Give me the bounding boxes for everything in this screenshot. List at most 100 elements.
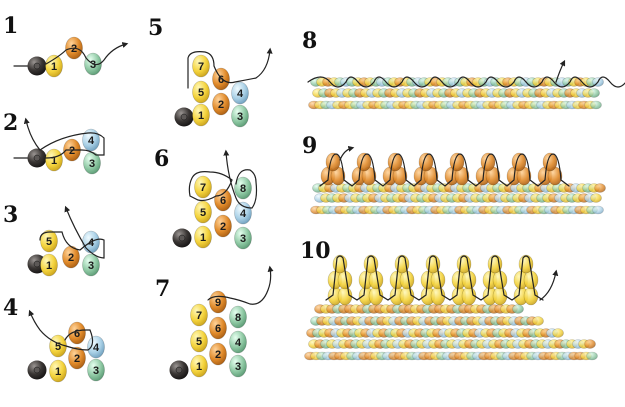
bead-number: 4 [88, 237, 95, 249]
bead: 4 [87, 335, 105, 359]
bead-number: 7 [200, 182, 206, 194]
bead-number: 2 [71, 43, 77, 55]
thread-arrow [45, 42, 129, 66]
bead-number: 1 [51, 61, 57, 73]
bead: 6 [214, 188, 232, 212]
thread-arrow [207, 265, 274, 305]
bead: 5 [194, 200, 212, 224]
thread-arrow [187, 47, 273, 89]
bead: 1 [49, 359, 67, 383]
stopper-bead [169, 360, 189, 380]
bead: 2 [214, 214, 232, 238]
bead: 4 [82, 128, 100, 152]
bead: 5 [40, 229, 58, 253]
bead-number: 4 [235, 337, 242, 349]
stopper-bead [27, 56, 47, 76]
bead-number: 8 [235, 312, 241, 324]
bead-number: 5 [46, 236, 52, 248]
bead: 3 [234, 226, 252, 250]
bead: 8 [234, 176, 252, 200]
bead-number: 2 [74, 353, 80, 365]
bead-number: 2 [218, 99, 224, 111]
bead: 3 [229, 354, 247, 378]
bead: 9 [209, 290, 227, 314]
bead-number: 2 [220, 221, 226, 233]
bead: 6 [68, 321, 86, 345]
bead: 1 [192, 103, 210, 127]
bead-number: 8 [240, 183, 246, 195]
bead: 7 [190, 303, 208, 327]
bead-number: 4 [237, 88, 244, 100]
thread-arrow [23, 117, 105, 159]
step-number: 3 [3, 202, 18, 228]
step-number: 1 [3, 13, 18, 39]
bead-number: 9 [215, 297, 221, 309]
bead: 3 [87, 358, 105, 382]
bead: 1 [190, 354, 208, 378]
thread-loops [319, 153, 570, 187]
stopper-bead [27, 148, 47, 168]
bead: 1 [40, 253, 58, 277]
bead: 8 [229, 305, 247, 329]
bead: 5 [190, 329, 208, 353]
thread-arrow [539, 269, 559, 301]
bead: 3 [82, 253, 100, 277]
threads-back [13, 65, 29, 159]
bead: 2 [68, 346, 86, 370]
bead-number: 1 [55, 366, 61, 378]
bead: 4 [231, 81, 249, 105]
bead-number: 3 [89, 158, 95, 170]
bead-number: 7 [198, 61, 204, 73]
stopper-bead [174, 107, 194, 127]
bead: 6 [209, 316, 227, 340]
step-number: 6 [154, 146, 169, 172]
bead-number: 1 [198, 110, 204, 122]
thread-arrow [339, 145, 355, 161]
step-number: 4 [3, 295, 18, 321]
bead-number: 3 [93, 365, 99, 377]
bead: 2 [212, 92, 230, 116]
bead-number: 2 [215, 349, 221, 361]
bead: 1 [194, 225, 212, 249]
bead: 7 [192, 54, 210, 78]
threads-front [23, 42, 625, 351]
thread-wave [307, 76, 625, 88]
stopper-bead [172, 228, 192, 248]
bead-number: 3 [90, 59, 96, 71]
bead: 5 [192, 80, 210, 104]
thread-arrow [188, 152, 258, 209]
bead: 7 [194, 175, 212, 199]
bead-number: 5 [198, 87, 204, 99]
bead: 6 [212, 67, 230, 91]
bead-number: 3 [237, 111, 243, 123]
band-bead [588, 88, 600, 98]
band-bead [584, 339, 596, 349]
step-number: 5 [148, 15, 163, 41]
bead-number: 1 [200, 232, 206, 244]
bead-number: 7 [196, 310, 202, 322]
step-number: 10 [300, 238, 331, 264]
band-bead [592, 205, 604, 215]
bead: 2 [209, 342, 227, 366]
bead-number: 4 [240, 208, 247, 220]
bead-number: 1 [51, 155, 57, 167]
bead: 1 [45, 54, 63, 78]
band-bead [590, 100, 602, 110]
step-number: 2 [3, 110, 18, 136]
bead: 3 [231, 104, 249, 128]
bead-number: 4 [88, 135, 95, 147]
step-number: 8 [302, 28, 317, 54]
stopper-bead [27, 360, 47, 380]
bead: 2 [62, 245, 80, 269]
bead-number: 6 [215, 323, 221, 335]
bead-number: 5 [200, 207, 206, 219]
step-number: 7 [155, 276, 170, 302]
thread-arrow [39, 205, 105, 259]
thread-loops [325, 255, 544, 301]
bead: 4 [229, 330, 247, 354]
band-bead [586, 351, 598, 361]
bead-number: 3 [88, 260, 94, 272]
